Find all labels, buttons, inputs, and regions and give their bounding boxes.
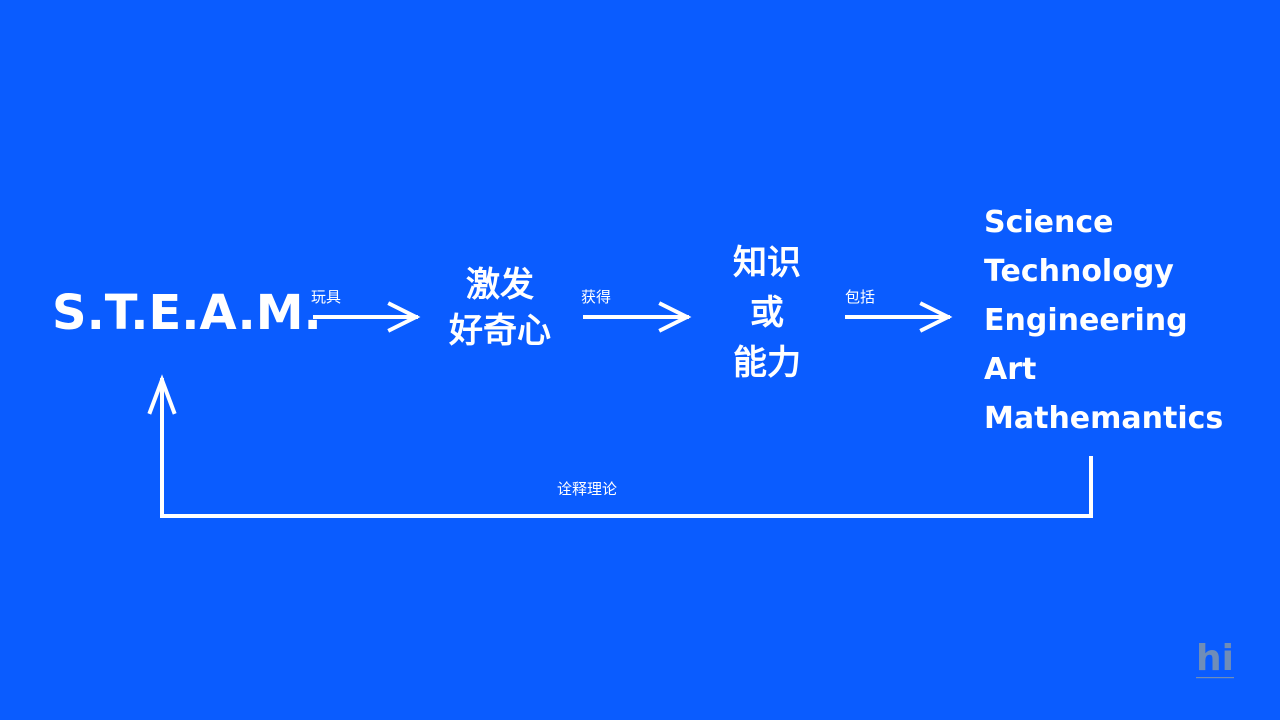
steam-node: S.T.E.A.M. <box>52 285 322 341</box>
feedback-loop-head <box>147 374 177 415</box>
subject-mathematics: Mathemantics <box>984 401 1224 436</box>
subject-art: Art <box>984 352 1037 387</box>
curiosity-node: 激发 好奇心 <box>430 262 570 354</box>
knowledge-line-1: 知识 <box>733 243 801 283</box>
subject-engineering: Engineering <box>984 303 1188 338</box>
subjects-node: Science Technology Engineering Art Mathe… <box>984 198 1223 443</box>
edge-label-toy: 玩具 <box>311 288 342 306</box>
logo-text: hii <box>1196 638 1236 679</box>
curiosity-line-1: 激发 <box>466 265 534 305</box>
arrow-include-head <box>919 301 953 333</box>
arrow-toy-head <box>387 301 421 333</box>
hii-logo-icon: hii <box>1196 638 1236 679</box>
arrow-gain-head <box>658 301 692 333</box>
subject-technology: Technology <box>984 254 1174 289</box>
edge-label-explain: 诠释理论 <box>557 480 618 498</box>
edge-label-include: 包括 <box>845 288 876 306</box>
knowledge-line-2: 或 <box>750 293 784 333</box>
subject-science: Science <box>984 205 1114 240</box>
knowledge-line-3: 能力 <box>733 343 801 383</box>
edge-label-gain: 获得 <box>581 288 612 306</box>
feedback-loop-line <box>160 378 1093 518</box>
curiosity-line-2: 好奇心 <box>449 311 551 351</box>
knowledge-node: 知识 或 能力 <box>712 238 822 388</box>
